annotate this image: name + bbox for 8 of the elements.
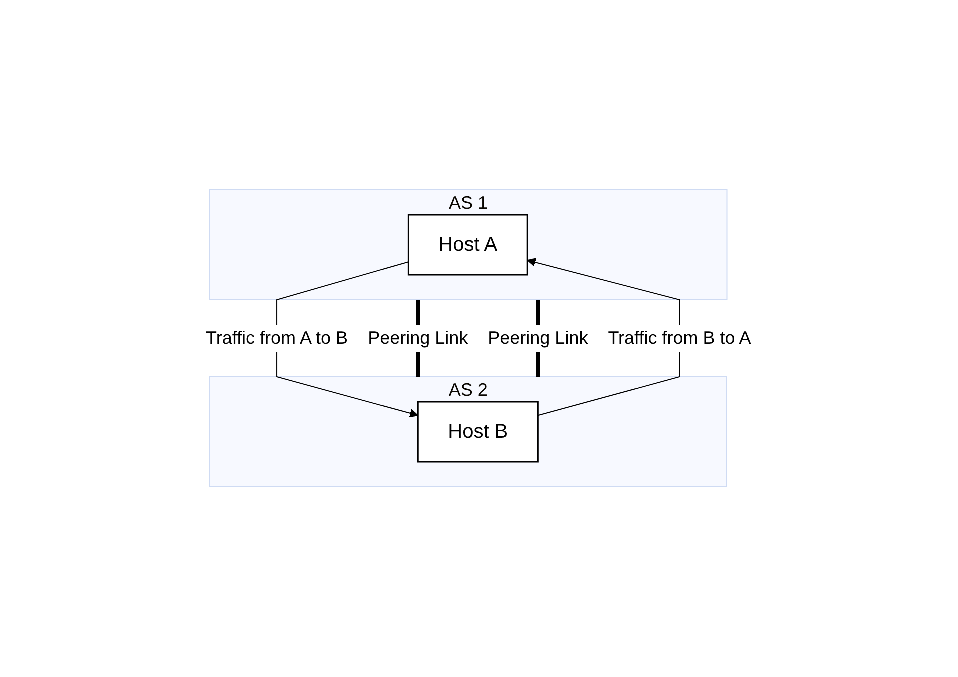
edge-label: Traffic from A to B	[206, 328, 348, 348]
arrow	[528, 258, 681, 416]
node-box: Host B	[418, 401, 540, 463]
edge-label: Peering Link	[488, 328, 589, 348]
edge-label: Peering Link	[368, 328, 468, 348]
arrow	[276, 262, 419, 418]
node-box: Host A	[408, 214, 529, 276]
edge-label: Traffic from B to A	[608, 328, 752, 348]
